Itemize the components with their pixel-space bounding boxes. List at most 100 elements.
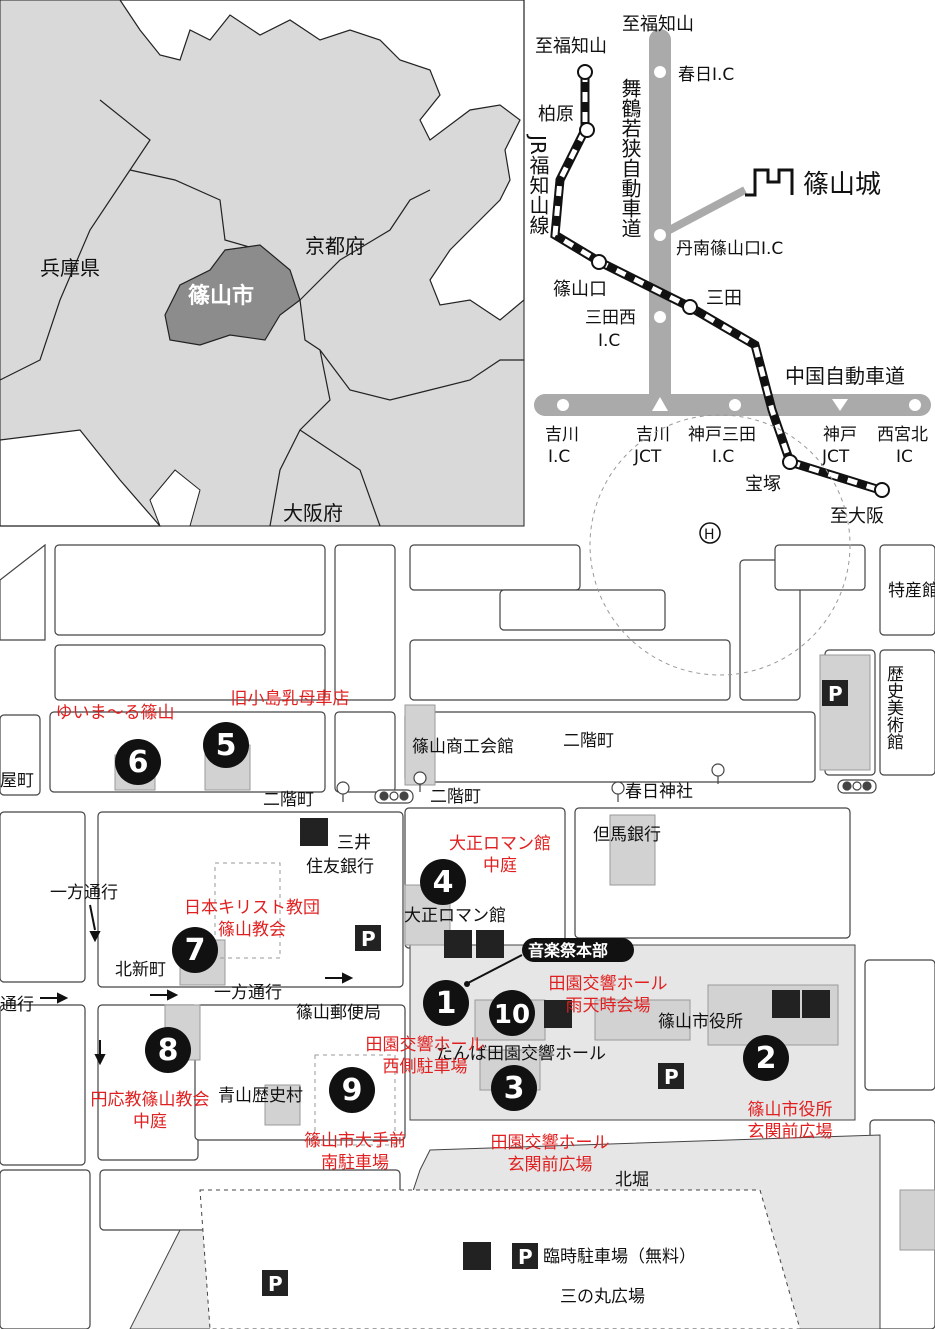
venue-number-6: 6	[128, 745, 149, 780]
label-rekishi: 歴史美術館	[883, 665, 904, 750]
ic-tannan: 丹南篠山口I.C	[676, 239, 783, 259]
route-top-right: 至福知山	[622, 14, 694, 35]
ic-kobesanda-sub: I.C	[712, 447, 734, 467]
venue-marker-6	[115, 739, 161, 785]
label-kitashin: 北新町	[115, 960, 166, 980]
prefecture-osaka: 大阪府	[283, 501, 343, 525]
town-map: H P P P P P	[0, 414, 935, 1329]
venue-label-10-line-0: 田園交響ホール	[549, 974, 668, 994]
station-sasayamaguchi: 篠山口	[553, 279, 607, 300]
venue-label-8-line-0: 円応教篠山教会	[91, 1090, 210, 1110]
label-yubin: 篠山郵便局	[296, 1003, 381, 1023]
label-taisho: 大正ロマン館	[404, 906, 506, 926]
venue-label-10-line-1: 雨天時会場	[566, 996, 651, 1016]
hospital-label: H	[704, 527, 715, 543]
jct-yokawa-sub: JCT	[633, 447, 662, 467]
venue-number-10: 10	[494, 1000, 530, 1030]
ic-kobesanda: 神戸三田	[688, 425, 756, 445]
ic-sandanishi: 三田西	[585, 308, 636, 328]
label-shiyakusho: 篠山市役所	[658, 1012, 743, 1032]
jct-kobe: 神戸	[823, 425, 857, 445]
venue-label-6-line-0: ゆいま～る篠山	[56, 703, 175, 723]
route-bottom: 至大阪	[830, 506, 884, 527]
venue-label-7-line-1: 篠山教会	[218, 920, 286, 940]
venue-number-5: 5	[216, 728, 237, 763]
venue-label-1-line-0: 田園交響ホール	[366, 1035, 485, 1055]
venue-label-5-line-0: 旧小島乳母車店	[231, 689, 350, 709]
parking-icon: P	[664, 1065, 679, 1089]
label-aoyama: 青山歴史村	[218, 1086, 303, 1106]
venue-marker-7	[172, 927, 218, 973]
station-takarazuka: 宝塚	[745, 474, 781, 495]
venue-number-8: 8	[158, 1033, 179, 1068]
venue-label-9-line-1: 南駐車場	[321, 1153, 389, 1173]
venue-marker-2	[743, 1035, 789, 1081]
label-nikaimachi-1: 二階町	[563, 731, 614, 751]
route-top-left: 至福知山	[535, 36, 607, 57]
castle-icon	[745, 168, 794, 197]
parking-icon: P	[361, 927, 376, 951]
label-yamachi: 屋町	[0, 771, 34, 791]
label-ippo-2: 一方通行	[214, 983, 282, 1003]
label-sannomaru: 三の丸広場	[560, 1287, 645, 1307]
venue-label-3-line-1: 玄関前広場	[508, 1155, 593, 1175]
label-tajima: 但馬銀行	[593, 825, 661, 845]
venue-label-8-line-1: 中庭	[133, 1112, 167, 1132]
venue-number-2: 2	[756, 1041, 777, 1076]
venue-number-3: 3	[504, 1071, 525, 1106]
label-tamba-hall: たんば田園交響ホール	[436, 1044, 606, 1064]
venue-label-2-line-0: 篠山市役所	[748, 1100, 833, 1120]
label-kitabori: 北堀	[615, 1170, 649, 1190]
ic-nishinomiyakita: 西宮北	[877, 425, 928, 445]
label-kasuga: 春日神社	[625, 782, 693, 802]
venue-marker-5	[203, 722, 249, 768]
label-ippo-3: 通行	[0, 995, 34, 1015]
venue-marker-4	[420, 859, 466, 905]
venue-label-9-line-0: 篠山市大手前	[304, 1131, 406, 1151]
label-nikaimachi-3: 二階町	[430, 787, 481, 807]
sasayama-city-shape	[164, 244, 301, 346]
restroom-icons	[300, 818, 830, 1270]
parking-icon: P	[268, 1272, 283, 1296]
route-destination: 篠山城	[803, 170, 881, 200]
venue-label-4-line-0: 大正ロマン館	[449, 834, 551, 854]
ic-nishinomiyakita-sub: IC	[896, 447, 913, 467]
region-map: 兵庫県 京都府 大阪府 篠山市	[0, 0, 525, 527]
station-sanda: 三田	[706, 288, 742, 309]
label-nikaimachi-2: 二階町	[263, 790, 314, 810]
label-mitsui-1: 三井	[337, 833, 371, 853]
venue-marker-8	[145, 1027, 191, 1073]
label-rinji: 臨時駐車場（無料）	[543, 1247, 696, 1267]
label-ippo-1: 一方通行	[50, 883, 118, 903]
station-kaibara: 柏原	[538, 104, 574, 125]
venue-number-9: 9	[342, 1073, 363, 1108]
highlight-city-label: 篠山市	[188, 283, 254, 309]
venue-number-1: 1	[436, 986, 457, 1021]
jct-yokawa: 吉川	[636, 425, 670, 445]
venue-label-7-line-0: 日本キリスト教団	[184, 898, 320, 918]
venue-marker-1	[423, 980, 469, 1026]
parking-icon: P	[518, 1245, 533, 1269]
ic-yokawa-sub: I.C	[548, 447, 570, 467]
venue-number-4: 4	[433, 865, 454, 900]
label-tokusan: 特産館	[888, 581, 935, 601]
label-shokokai: 篠山商工会館	[412, 737, 514, 757]
parking-icons	[262, 680, 848, 1296]
venue-label-4-line-1: 中庭	[483, 856, 517, 876]
expressway-maizuru: 舞鶴若狭自動車道	[618, 78, 642, 238]
ic-yokawa: 吉川	[545, 425, 579, 445]
venue-label-2-line-1: 玄関前広場	[748, 1122, 833, 1142]
label-hq: 音楽祭本部	[528, 941, 608, 960]
venue-marker-9	[329, 1067, 375, 1113]
jct-kobe-sub: JCT	[821, 447, 850, 467]
prefecture-kyoto: 京都府	[305, 234, 365, 258]
ic-kasuga: 春日I.C	[678, 65, 734, 85]
ic-sandanishi-sub: I.C	[598, 331, 620, 351]
label-mitsui-2: 住友銀行	[306, 857, 374, 877]
venue-marker-3	[491, 1065, 537, 1111]
jr-line-label: JR福知山線	[526, 133, 550, 235]
venue-label-3-line-0: 田園交響ホール	[491, 1133, 610, 1153]
expressway-chugoku: 中国自動車道	[785, 364, 905, 388]
